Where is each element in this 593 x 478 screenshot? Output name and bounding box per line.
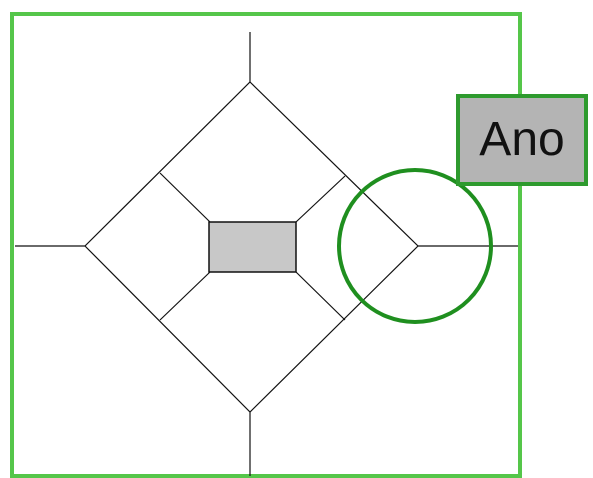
annotation-label: Ano (456, 94, 588, 186)
annotation-label-text: Ano (479, 113, 565, 166)
connector-top-right (295, 175, 346, 223)
connector-top-left (159, 172, 211, 223)
outer-frame (10, 12, 522, 478)
connector-bottom-right (295, 271, 346, 321)
center-rectangle (208, 221, 297, 273)
highlight-circle (337, 168, 493, 324)
connector-bottom-left (159, 271, 211, 321)
